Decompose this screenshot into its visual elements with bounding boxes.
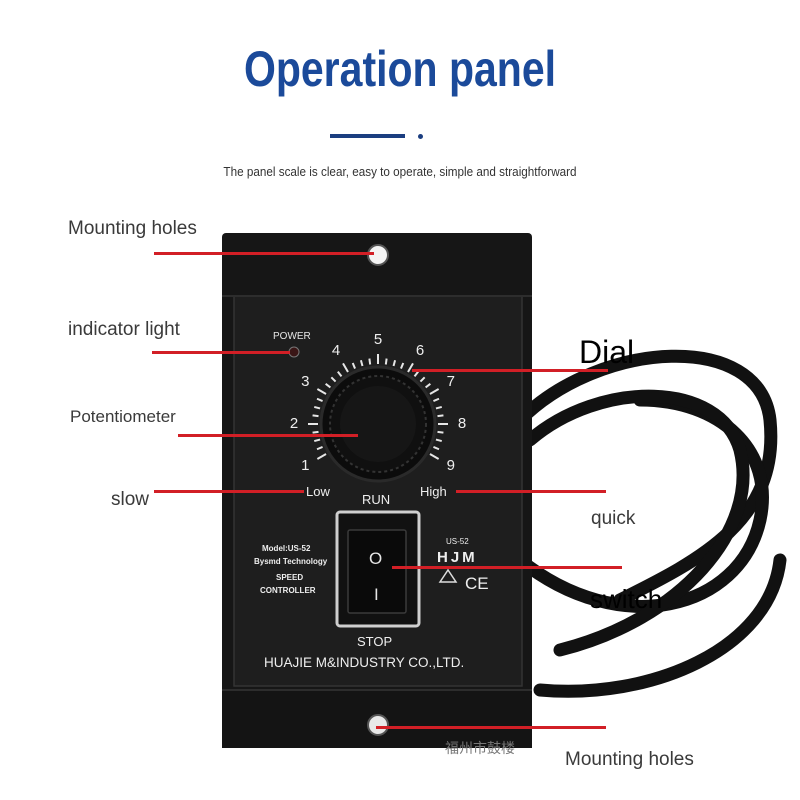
recycle-icon [438,568,458,583]
callout-dial: Dial [579,334,635,370]
dial-tick [433,397,440,402]
controller-housing [222,233,532,748]
dial-tick [313,438,321,443]
dial-tick [337,371,343,378]
dial-number: 3 [301,373,310,390]
callout-potentiometer: Potentiometer [70,407,176,426]
dial-number: 5 [373,331,383,348]
dial-tick [313,405,321,410]
pointer-line-potentiometer [178,434,358,437]
dial-tick [400,362,405,369]
high-label: High [420,484,447,499]
switch-off-glyph: I [374,585,379,604]
dial-tick [419,376,426,383]
rocker-switch [335,510,421,628]
model-label-4: CONTROLLER [260,586,316,595]
dial-tick [316,446,323,451]
dial-number: 9 [446,457,455,474]
page-title: Operation panel [243,41,557,97]
callout-quick: quick [591,508,636,529]
dial-tick [429,453,440,460]
dial-tick [424,383,431,389]
power-indicator-light [288,346,300,358]
pointer-line-slow [154,490,304,493]
stop-label: STOP [357,634,393,649]
callout-mounting-holes-bottom: Mounting holes [565,749,694,770]
manufacturer-label: HUAJIE M&INDUSTRY CO.,LTD. [264,655,465,670]
dial-tick [359,359,364,367]
potentiometer-knob [319,365,437,483]
run-label: RUN [362,492,391,507]
model-label-1: Model:US-52 [262,544,311,553]
pointer-line-mounting-top [154,252,374,255]
dial-tick [429,388,440,395]
dial-tick [435,405,443,410]
dial-tick [312,414,319,418]
dial-number: 8 [457,415,467,432]
title-underline [330,134,405,138]
model-code: US-52 [446,537,469,546]
switch-on-glyph: O [369,549,383,568]
dial-tick [316,397,323,402]
dial-tick [342,362,349,373]
dial-tick [435,438,443,443]
dial-tick [407,362,414,373]
dial-tick [351,362,356,369]
dial-number: 1 [301,457,310,474]
brand-logo: HJM [437,549,478,566]
dial-tick [437,414,444,418]
dial-tick [316,388,327,395]
dial-tick [368,358,372,365]
pointer-line-dial [412,369,608,372]
callout-switch: switch [590,584,663,614]
dial-number: 2 [289,415,299,432]
power-cable [513,349,787,698]
dial-tick [437,430,444,434]
watermark-text: 福州市鼓楼 [445,740,515,756]
model-label-3: SPEED [276,573,304,582]
title-dot [418,134,423,139]
pointer-line-indicator [152,351,290,354]
dial-tick [433,446,440,451]
dial-tick [330,376,337,383]
callout-slow: slow [111,489,150,510]
low-label: Low [306,484,330,499]
dial-tick [384,358,388,365]
pointer-line-quick [456,490,606,493]
power-label: POWER [273,331,311,342]
dial-tick [316,453,327,460]
ce-mark: CE [465,574,489,593]
dial-tick [413,371,419,378]
mounting-hole-bottom [367,714,389,736]
callout-mounting-holes-top: Mounting holes [68,218,197,239]
dial-number: 6 [415,342,425,360]
page-subtitle: The panel scale is clear, easy to operat… [223,164,577,179]
dial-scale [308,354,448,460]
mounting-hole-top [367,244,389,266]
pointer-line-mounting-bottom [376,726,606,729]
pointer-line-switch [392,566,622,569]
dial-tick [392,359,397,367]
model-label-2: Bysmd Technology [254,557,328,566]
dial-number: 7 [446,373,455,390]
callout-indicator-light: indicator light [68,319,180,340]
dial-tick [312,430,319,434]
dial-tick [325,383,332,389]
dial-number: 4 [331,342,341,360]
